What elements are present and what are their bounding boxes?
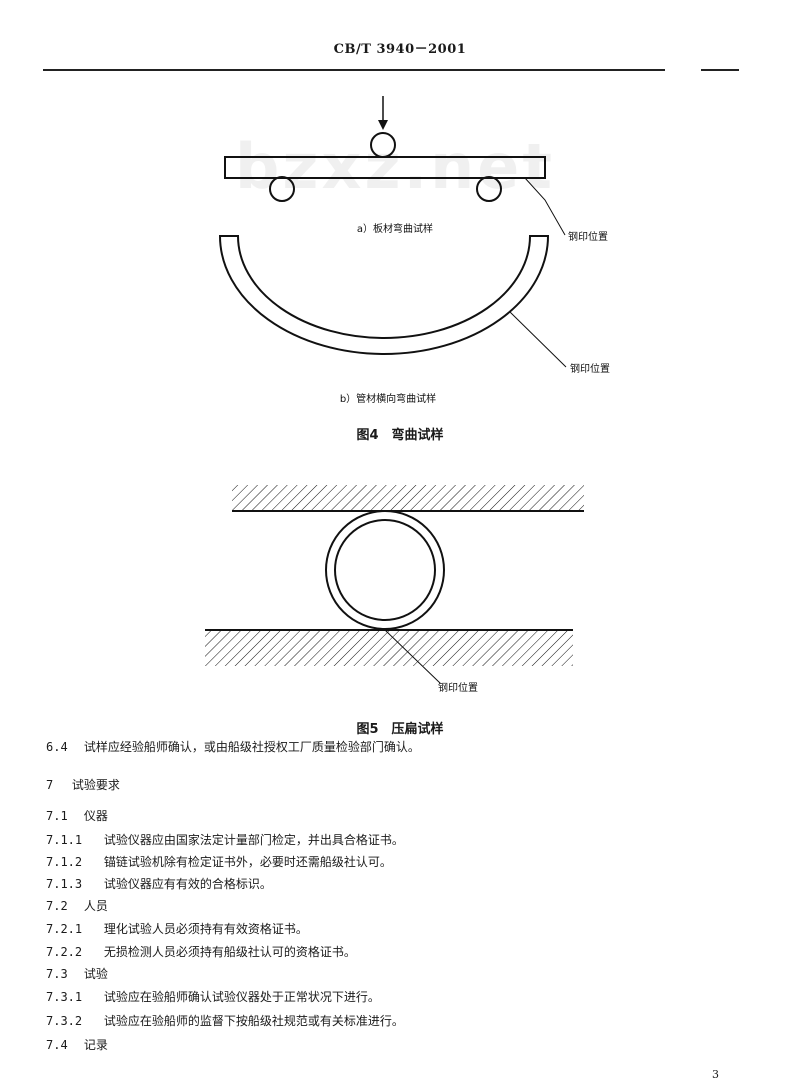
clause-number: 7 [46,778,54,792]
plate-specimen [224,156,546,179]
clause-text: 试样应经验船师确认，或由船级社授权工厂质量检验部门确认。 [83,740,420,754]
figure-4-bend-specimen: 钢印位置 a）板材弯曲试样 钢印位置 b）管材横向弯曲试样 [218,96,610,405]
load-arrow-head [378,120,388,130]
stamp-leader-a [524,177,566,236]
clause-number: 7.2 [46,899,68,913]
clause-number: 7.2.1 [46,922,83,936]
clause-text: 试验要求 [71,778,120,792]
watermark: bzxz.net [235,130,555,203]
clause-7-1-3: 7.1.3 试验仪器应有有效的合格标识。 [46,877,272,891]
clause-number: 6.4 [46,740,68,754]
bottom-roller-left [269,176,295,202]
figure-4a-label: a）板材弯曲试样 [357,222,433,235]
clause-number: 7.3 [46,967,68,981]
clause-number: 7.1.2 [46,855,83,869]
clause-number: 7.1.3 [46,877,83,891]
header-rule [43,69,739,71]
clause-text: 试验应在验船师确认试验仪器处于正常状况下进行。 [103,990,380,1004]
header-rule-gap [665,68,701,72]
clause-7-2-2: 7.2.2 无损检测人员必须持有船级社认可的资格证书。 [46,945,356,959]
top-roller [370,132,396,158]
clause-number: 7.3.2 [46,1014,83,1028]
clause-text: 记录 [83,1038,108,1052]
tube-ring-inner [334,519,436,621]
clause-text: 试验应在验船师的监督下按船级社规范或有关标准进行。 [103,1014,404,1028]
clause-text: 锚链试验机除有检定证书外，必要时还需船级社认可。 [103,855,392,869]
clause-number: 7.1 [46,809,68,823]
clause-text: 试验 [83,967,108,981]
stamp-label-b: 钢印位置 [570,362,610,375]
figure-4b-label: b）管材横向弯曲试样 [340,392,436,405]
figure-5-caption: 图5 压扁试样 [356,722,444,737]
stamp-label-5: 钢印位置 [438,681,478,694]
page-number: 3 [712,1068,719,1081]
upper-platen-hatch [232,485,584,511]
clause-number: 7.4 [46,1038,68,1052]
clause-7-2-1: 7.2.1 理化试验人员必须持有有效资格证书。 [46,922,308,936]
clause-text: 试验仪器应有有效的合格标识。 [103,877,272,891]
clause-text: 理化试验人员必须持有有效资格证书。 [103,922,308,936]
figure-4-caption: 图4 弯曲试样 [356,428,444,443]
clause-6-4: 6.4 试样应经验船师确认，或由船级社授权工厂质量检验部门确认。 [46,740,420,754]
tube-ring-outer [325,510,445,630]
lower-platen-hatch [205,630,573,666]
clause-7-1-1: 7.1.1 试验仪器应由国家法定计量部门检定，并出具合格证书。 [46,833,404,847]
clause-text: 仪器 [83,809,108,823]
stamp-leader-5 [384,629,441,684]
clause-7-4: 7.4 记录 [46,1038,108,1052]
clause-7-1: 7.1 仪器 [46,809,108,823]
clause-7: 7 试验要求 [46,778,120,792]
tube-arc-specimen [218,235,550,355]
clause-7-3: 7.3 试验 [46,967,108,981]
clause-text: 人员 [83,899,108,913]
clause-7-1-2: 7.1.2 锚链试验机除有检定证书外，必要时还需船级社认可。 [46,855,392,869]
document-header: CB/T 3940－2001 [333,42,467,57]
bottom-roller-right [476,176,502,202]
figure-5-flattening-specimen: 钢印位置 [205,485,584,694]
clause-number: 7.2.2 [46,945,83,959]
clause-7-2: 7.2 人员 [46,899,108,913]
clause-7-3-1: 7.3.1 试验应在验船师确认试验仪器处于正常状况下进行。 [46,990,380,1004]
clause-text: 试验仪器应由国家法定计量部门检定，并出具合格证书。 [103,833,404,847]
clause-number: 7.3.1 [46,990,83,1004]
clause-text: 无损检测人员必须持有船级社认可的资格证书。 [103,945,356,959]
stamp-label-a: 钢印位置 [568,230,608,243]
clause-7-3-2: 7.3.2 试验应在验船师的监督下按船级社规范或有关标准进行。 [46,1014,404,1028]
stamp-leader-b [509,311,567,368]
clause-number: 7.1.1 [46,833,83,847]
